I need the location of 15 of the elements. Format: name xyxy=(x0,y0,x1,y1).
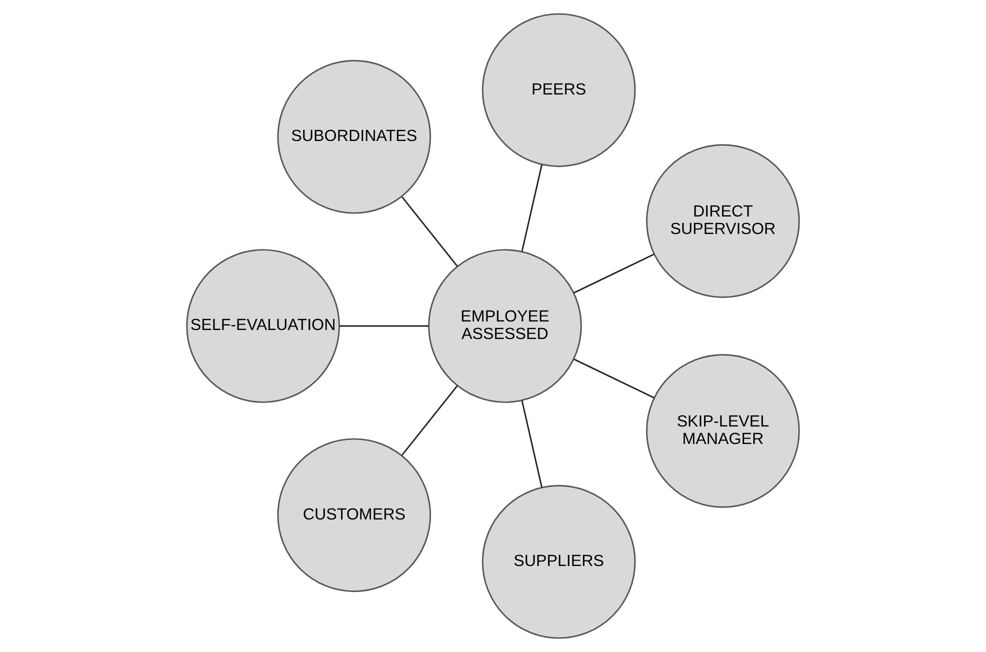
node-circle: DIRECT SUPERVISOR xyxy=(646,144,800,298)
connector xyxy=(402,385,458,456)
node-circle: EMPLOYEE ASSESSED xyxy=(428,249,582,403)
connector xyxy=(521,400,543,488)
node-circle: SUPPLIERS xyxy=(482,484,636,639)
node-circle: SKIP-LEVEL MANAGER xyxy=(646,354,800,508)
node-circle: PEERS xyxy=(482,13,636,168)
node-circle: SUBORDINATES xyxy=(277,60,432,214)
connector xyxy=(340,325,428,327)
node-circle: SELF-EVALUATION xyxy=(186,249,340,403)
connector xyxy=(402,196,458,267)
connector xyxy=(521,164,543,252)
node-circle: CUSTOMERS xyxy=(277,438,432,592)
connector xyxy=(574,358,654,398)
connector xyxy=(574,254,654,294)
